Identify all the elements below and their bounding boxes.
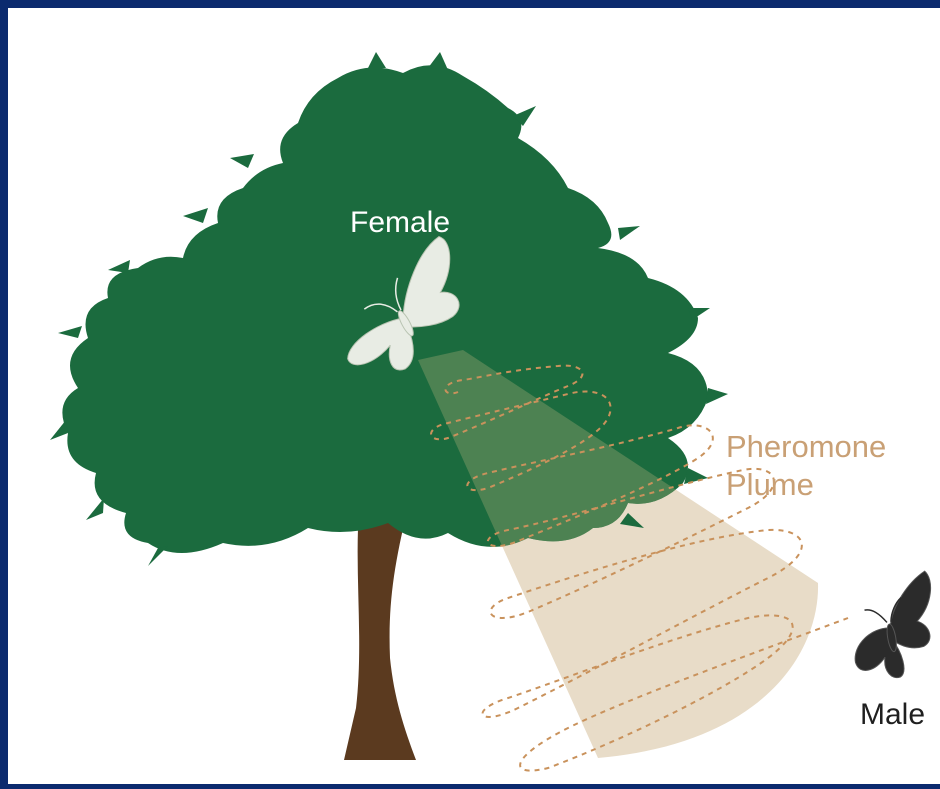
plume-label-line-1: Pheromone	[726, 428, 886, 466]
female-label: Female	[350, 206, 450, 240]
plume-label-line-2: Plume	[726, 466, 886, 504]
tree-trunk	[344, 508, 416, 760]
diagram-canvas: Female Pheromone Plume Male	[8, 8, 940, 784]
male-label: Male	[860, 698, 925, 732]
pheromone-plume-label: Pheromone Plume	[726, 428, 886, 504]
pheromone-diagram	[8, 8, 940, 784]
male-moth-icon	[842, 571, 940, 685]
